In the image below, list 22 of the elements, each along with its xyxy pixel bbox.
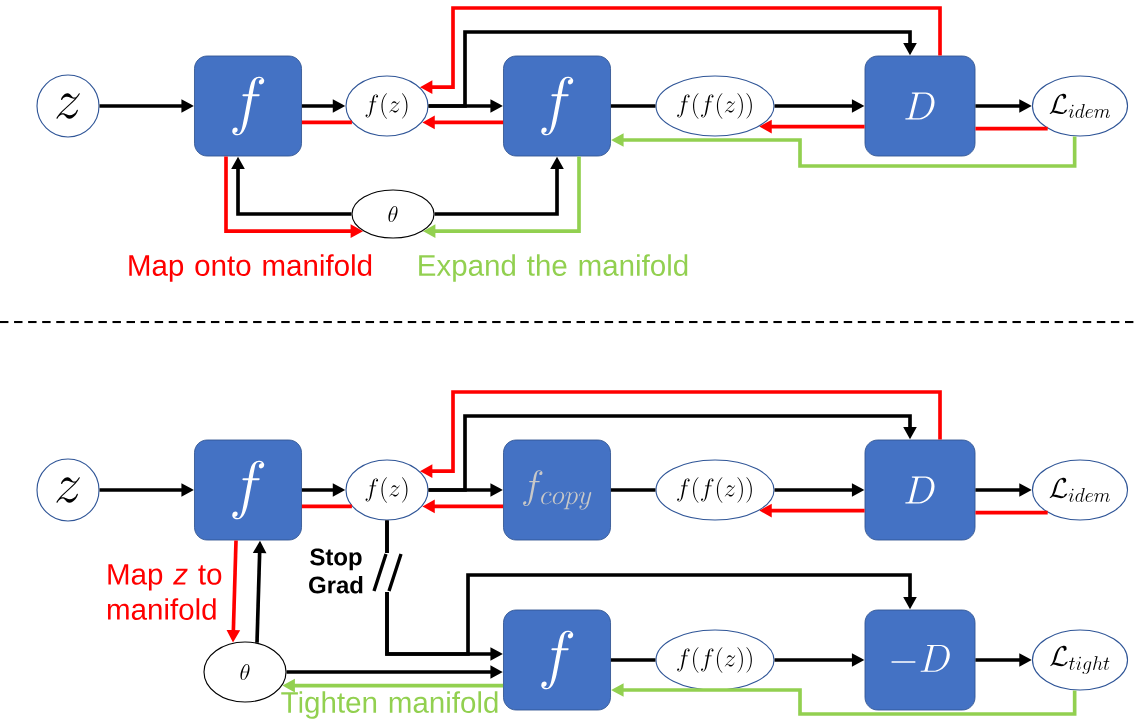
connector-line (975, 510, 1048, 515)
function-box: $f$ (194, 55, 302, 157)
annotation-text: Map onto manifold (129, 254, 372, 282)
function-box: $f$ (503, 55, 611, 157)
function-box: $D$ (864, 439, 976, 541)
annotation-text: Map z to manifold (107, 564, 222, 620)
connector-line (975, 126, 1048, 131)
function-box: $f$ (503, 609, 611, 711)
connector-line (610, 658, 656, 662)
connector-line (301, 120, 352, 125)
function-box: $f$ (194, 439, 302, 541)
connector-line (301, 504, 352, 509)
annotation-text: Expand the manifold (419, 254, 688, 282)
connector-line (610, 488, 656, 492)
arrow (385, 520, 917, 656)
function-box: $f_{copy}$ (503, 439, 611, 541)
connector-line (610, 104, 656, 108)
arrow (428, 30, 917, 108)
function-box: $-D$ (864, 609, 976, 711)
annotation-text: Stop Grad (309, 548, 363, 594)
arrow (428, 414, 917, 492)
function-box: $D$ (864, 55, 976, 157)
